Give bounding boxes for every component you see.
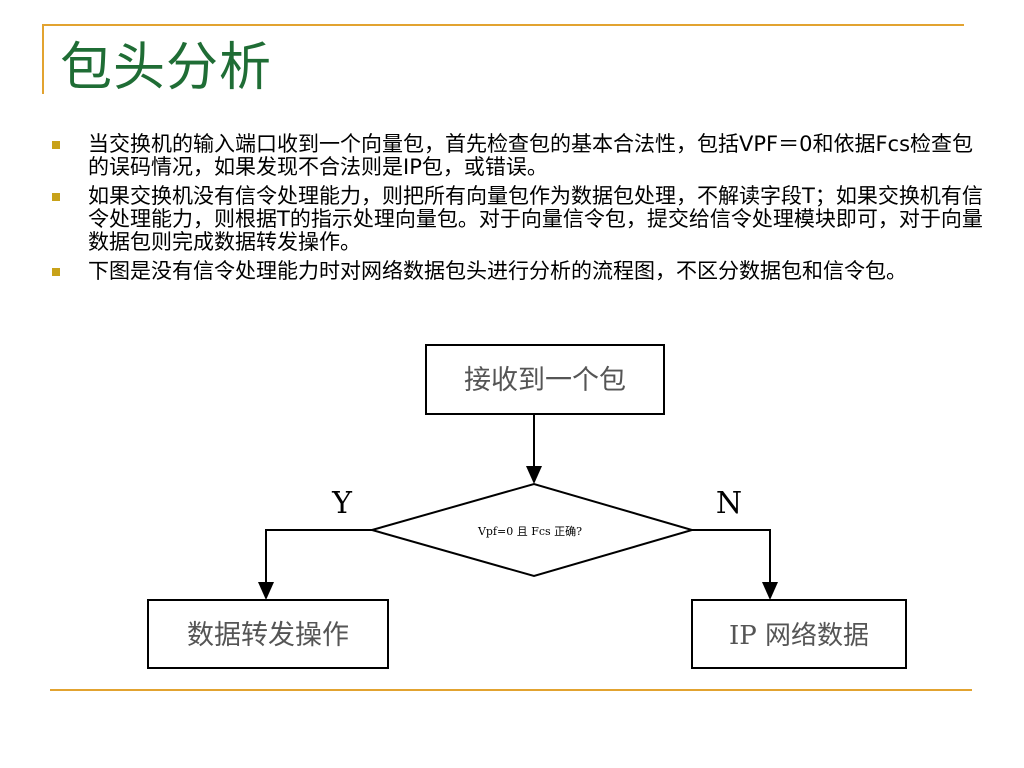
left-divider	[42, 24, 44, 94]
bullet-text: 如果交换机没有信令处理能力，则把所有向量包作为数据包处理，不解读字段T；如果交换…	[88, 184, 983, 254]
bullet-square-icon	[52, 193, 60, 201]
decision-label: Vpf=0 且 Fcs 正确?	[477, 525, 582, 538]
top-divider	[42, 24, 964, 26]
yes-box	[147, 599, 389, 669]
arrowhead-yes	[258, 582, 274, 600]
slide-title: 包头分析	[60, 38, 273, 98]
bullet-list: 当交换机的输入端口收到一个向量包，首先检查包的基本合法性，包括VPF＝0和依据F…	[50, 133, 985, 289]
yes-label: Y	[331, 486, 353, 521]
bullet-item: 如果交换机没有信令处理能力，则把所有向量包作为数据包处理，不解读字段T；如果交换…	[50, 185, 985, 254]
bullet-text: 当交换机的输入端口收到一个向量包，首先检查包的基本合法性，包括VPF＝0和依据F…	[88, 132, 974, 179]
arrowhead-decision	[526, 466, 542, 484]
no-box-label: IP 网络数据	[729, 621, 869, 651]
bullet-square-icon	[52, 141, 60, 149]
arrow-yes-branch	[265, 529, 372, 596]
bullet-item: 下图是没有信令处理能力时对网络数据包头进行分析的流程图，不区分数据包和信令包。	[50, 260, 985, 283]
arrow-no-branch	[692, 529, 771, 596]
bullet-item: 当交换机的输入端口收到一个向量包，首先检查包的基本合法性，包括VPF＝0和依据F…	[50, 133, 985, 179]
start-box-label: 接收到一个包	[464, 365, 626, 396]
arrowhead-no	[762, 582, 778, 600]
no-label: N	[716, 486, 742, 521]
bullet-text: 下图是没有信令处理能力时对网络数据包头进行分析的流程图，不区分数据包和信令包。	[88, 259, 907, 283]
yes-box-label: 数据转发操作	[187, 620, 349, 651]
no-box	[691, 599, 907, 669]
start-box	[425, 344, 665, 415]
bullet-square-icon	[52, 268, 60, 276]
bottom-divider	[50, 689, 972, 691]
